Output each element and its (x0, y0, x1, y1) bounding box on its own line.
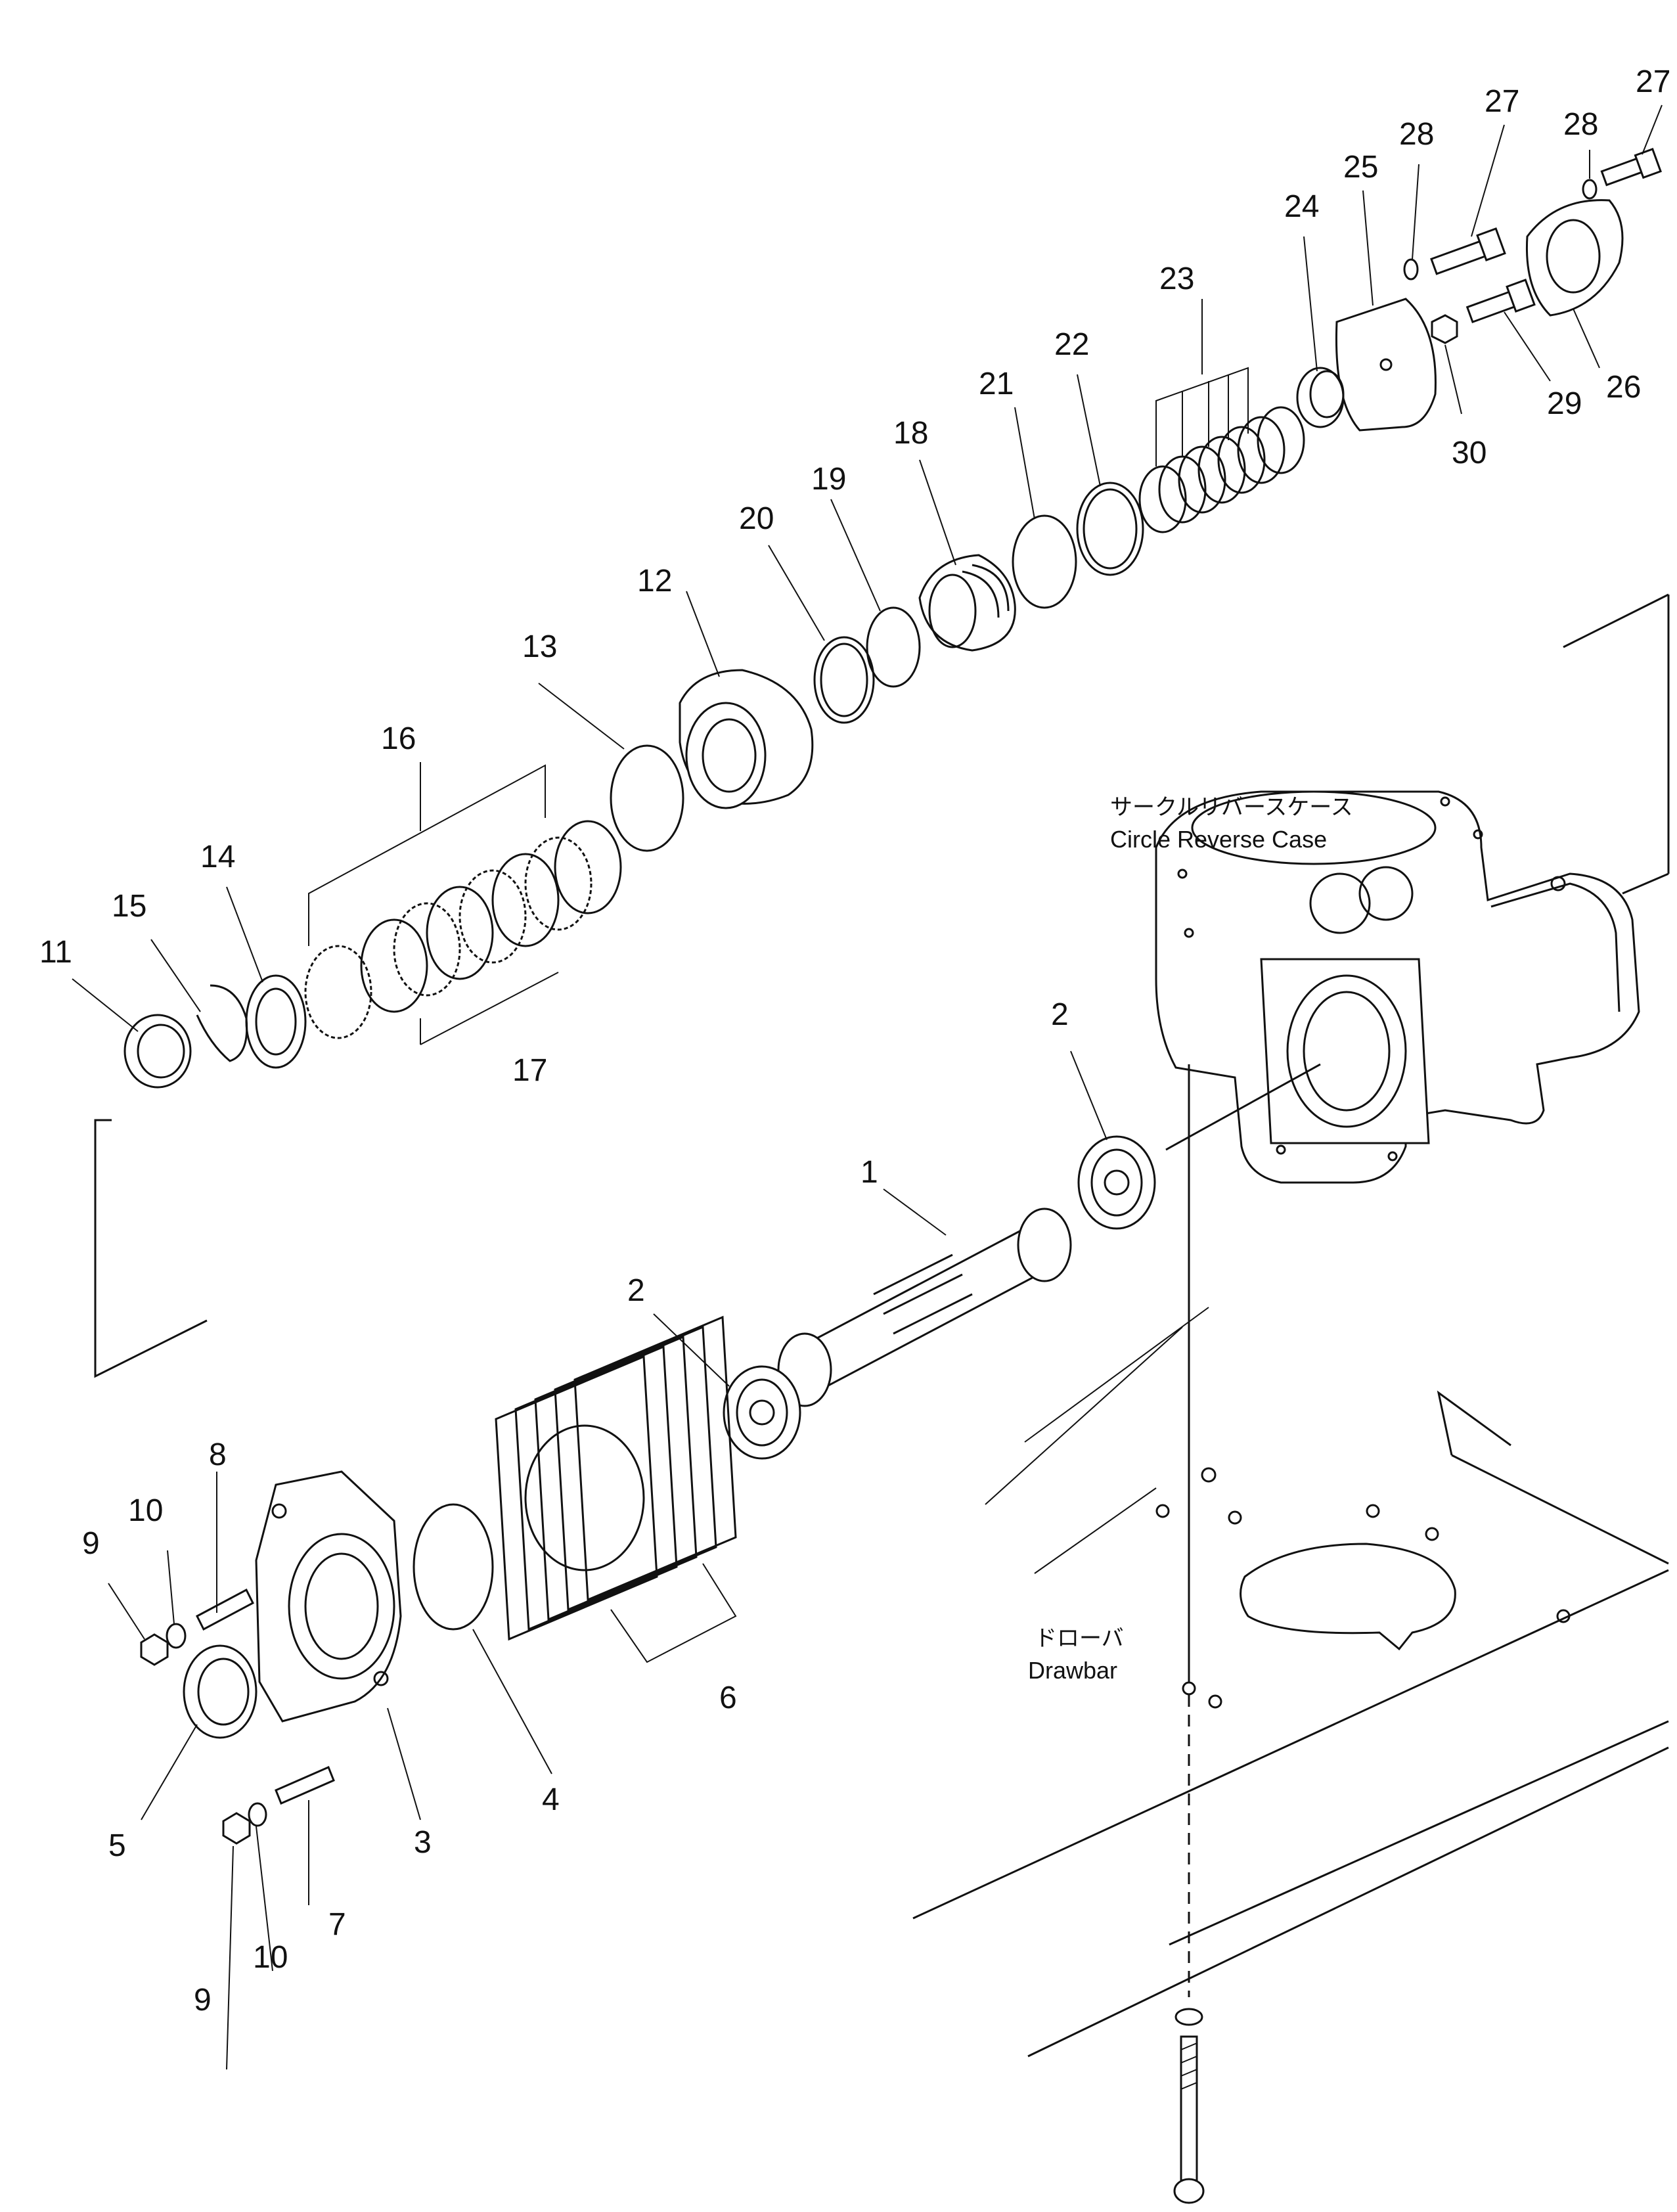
part-30-nut (1431, 314, 1458, 344)
part-21-o-ring (1012, 514, 1077, 609)
part-5-roller-bearing (183, 1644, 257, 1739)
part-26-cover (1525, 199, 1624, 317)
label-part-27-lower: 27 (1485, 84, 1519, 119)
part-19-o-ring (866, 606, 921, 688)
group-bracket-lines (94, 593, 1670, 1378)
part-9-nut-lower (222, 1812, 251, 1845)
label-part-7: 7 (328, 1907, 346, 1942)
drawbar-label-en: Drawbar (1028, 1657, 1117, 1684)
case-label-jp: サークルリバースケース (1110, 795, 1353, 820)
part-16-17-clutch-plates (304, 764, 622, 1045)
part-15-snap-ring (196, 984, 248, 1062)
label-part-17: 17 (512, 1053, 547, 1088)
label-part-9-upper: 9 (82, 1526, 100, 1561)
label-part-23: 23 (1159, 261, 1194, 296)
label-part-26: 26 (1606, 370, 1641, 405)
label-part-14: 14 (200, 840, 235, 874)
label-part-19: 19 (811, 462, 846, 497)
label-part-10-upper: 10 (128, 1493, 163, 1528)
part-1-shaft (777, 1208, 1072, 1407)
leader-lines (72, 104, 1663, 2070)
drawbar-label-jp: ドローバ (1035, 1626, 1124, 1651)
label-part-2-upper: 2 (1051, 997, 1069, 1032)
part-4-o-ring (413, 1503, 494, 1631)
part-8-stud (196, 1588, 254, 1631)
label-part-3: 3 (414, 1825, 432, 1860)
drawbar (912, 1064, 1669, 2204)
label-part-6: 6 (719, 1681, 737, 1715)
label-part-25: 25 (1343, 150, 1378, 185)
label-part-12: 12 (637, 564, 672, 598)
assembly-labels: サークルリバースケース Circle Reverse Case ドローバ Dra… (1028, 795, 1353, 1684)
part-28-washer-upper (1582, 179, 1598, 200)
label-part-20: 20 (739, 501, 774, 536)
label-part-28-lower: 28 (1399, 117, 1434, 152)
label-part-27-upper: 27 (1636, 64, 1670, 99)
part-20-ring (813, 636, 875, 724)
part-10-washer-lower (248, 1802, 267, 1827)
part-13-o-ring (610, 744, 684, 852)
part-27-bolt-upper (1600, 148, 1662, 187)
part-2-ball-bearing-upper (1077, 1135, 1156, 1230)
label-part-28-upper: 28 (1563, 107, 1598, 142)
circle-reverse-case (1155, 790, 1640, 1184)
label-part-24: 24 (1284, 189, 1319, 224)
part-27-bolt-lower (1430, 227, 1506, 275)
part-25-plate (1335, 298, 1437, 432)
label-part-11: 11 (39, 935, 72, 970)
part-28-washer-lower (1403, 258, 1419, 281)
part-12-clutch-hub (679, 669, 814, 809)
part-10-washer-upper (166, 1623, 187, 1649)
label-part-18: 18 (893, 416, 928, 451)
label-part-15: 15 (112, 889, 146, 924)
part-29-bolt (1465, 279, 1536, 324)
label-part-2-lower: 2 (627, 1273, 645, 1308)
part-22-ring (1076, 482, 1144, 576)
label-part-1: 1 (861, 1155, 878, 1190)
part-9-nut-upper (140, 1633, 169, 1666)
label-part-30: 30 (1452, 436, 1487, 470)
part-23-spring-set (1138, 367, 1305, 533)
label-part-13: 13 (522, 629, 557, 664)
part-18-piston (918, 554, 1016, 652)
part-6-gasket-set (495, 1315, 737, 1663)
part-24-plug (1296, 367, 1345, 428)
label-part-16: 16 (381, 721, 416, 756)
label-part-4: 4 (542, 1782, 560, 1817)
label-part-21: 21 (979, 367, 1014, 401)
label-part-5: 5 (108, 1828, 126, 1863)
part-14-bearing-cage (245, 974, 307, 1069)
part-11-roller-bearing (123, 1014, 192, 1089)
label-part-29: 29 (1547, 386, 1582, 421)
label-part-9-lower: 9 (194, 1983, 212, 2018)
part-2-ball-bearing-lower (723, 1365, 801, 1460)
part-7-stud (275, 1766, 335, 1805)
label-part-10-lower: 10 (253, 1940, 288, 1975)
part-number-labels: 1 2 2 3 4 5 6 7 8 9 9 10 10 11 12 13 14 … (39, 64, 1670, 2018)
case-label-en: Circle Reverse Case (1110, 826, 1327, 853)
label-part-8: 8 (209, 1437, 227, 1472)
part-3-housing-cover (255, 1470, 402, 1723)
label-part-22: 22 (1054, 327, 1089, 362)
